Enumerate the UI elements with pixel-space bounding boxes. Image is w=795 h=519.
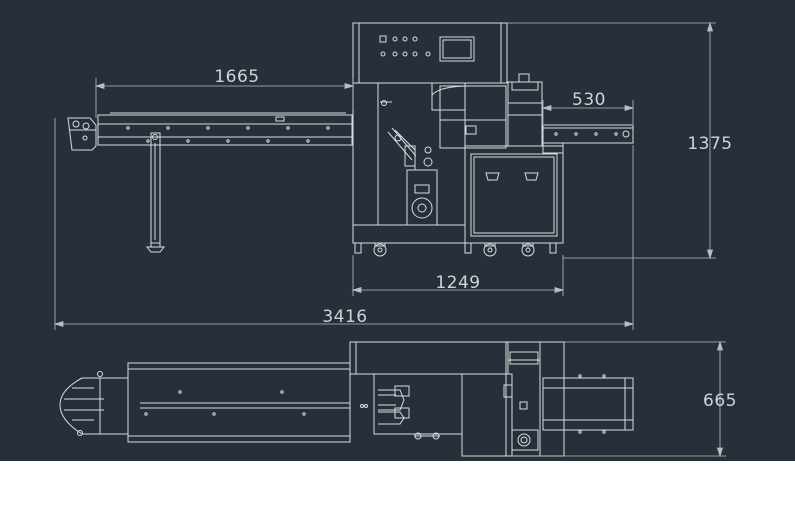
drawing-background xyxy=(0,0,795,461)
control-buttons xyxy=(379,35,431,57)
infeed-conveyor xyxy=(97,114,353,146)
cad-drawing-panel: 1665 530 1375 1249 3416 665 xyxy=(0,0,795,461)
dimension-lines xyxy=(53,21,726,458)
forming-box xyxy=(360,385,440,440)
dim-label-total-height: 1375 xyxy=(687,134,732,154)
cabinet-handle-left xyxy=(485,172,500,181)
cad-drawing: 1665 530 1375 1249 3416 665 xyxy=(0,0,795,461)
dim-label-total-length: 3416 xyxy=(322,307,367,327)
dim-label-outfeed-length: 530 xyxy=(572,90,606,110)
dim-label-width: 665 xyxy=(703,391,737,411)
side-view xyxy=(67,22,634,257)
dim-label-feed-length: 1665 xyxy=(214,67,259,87)
outfeed-conveyor xyxy=(542,124,634,144)
film-roll xyxy=(411,197,433,219)
conveyor-markers xyxy=(126,116,330,143)
outfeed-conveyor-top xyxy=(542,377,634,431)
casters xyxy=(354,242,557,257)
infeed-end-bracket xyxy=(67,117,97,151)
dim-label-body-length: 1249 xyxy=(435,273,480,293)
touch-screen xyxy=(439,36,475,62)
lower-cabinet xyxy=(464,145,564,244)
cabinet-handle-right xyxy=(524,172,539,181)
top-view xyxy=(59,341,634,457)
film-roller-block xyxy=(406,169,438,226)
